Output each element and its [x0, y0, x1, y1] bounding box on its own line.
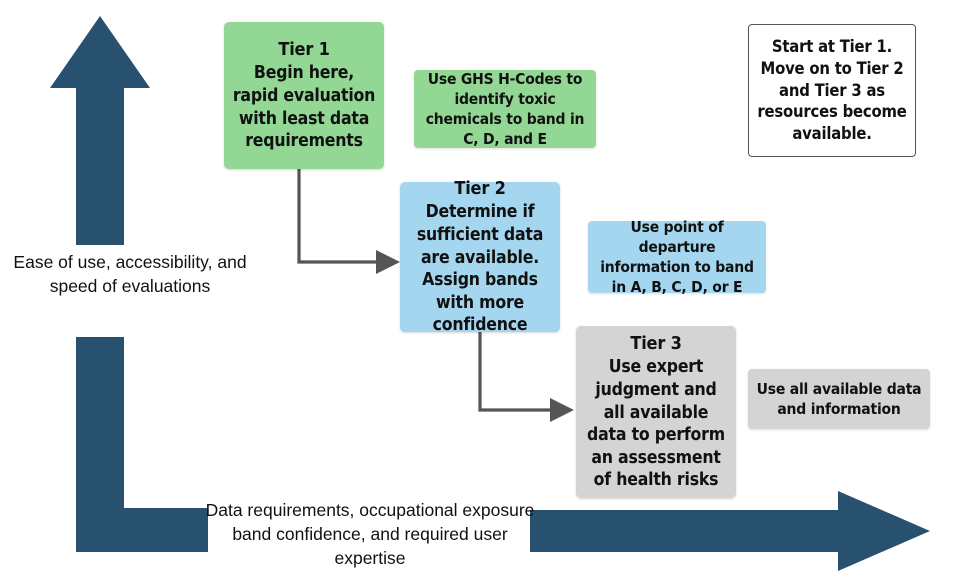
tier2-to-tier3-connector: [478, 332, 552, 412]
tier1-to-tier2-arrowhead: [376, 250, 400, 274]
tier-2-title: Tier 2: [454, 178, 506, 200]
tier-3-note-text: Use all available data and information: [756, 379, 922, 418]
tier-3-body: Use expert judgment and all available da…: [587, 357, 725, 491]
instruction-legend-box[interactable]: Start at Tier 1. Move on to Tier 2 and T…: [748, 24, 916, 157]
data-requirements-right-arrow: [530, 491, 930, 571]
tier-3-title: Tier 3: [630, 333, 682, 355]
legend-line3-bold: Tier 3: [814, 80, 862, 100]
vertical-axis-label: Ease of use, accessibility, and speed of…: [13, 252, 247, 297]
legend-line2-prefix: Move on to: [760, 58, 857, 78]
tier-2-body: Determine if sufficient data are availab…: [416, 202, 544, 336]
tier1-to-tier2-connector: [297, 169, 378, 264]
legend-line1-suffix: .: [886, 36, 893, 56]
tier-2-box[interactable]: Tier 2 Determine if sufficient data are …: [400, 178, 560, 335]
tier-1-box[interactable]: Tier 1 Begin here, rapid evaluation with…: [224, 22, 384, 169]
tier-3-box[interactable]: Tier 3 Use expert judgment and all avail…: [576, 326, 736, 498]
legend-text: Start at Tier 1. Move on to Tier 2 and T…: [757, 36, 907, 146]
legend-line5: available.: [792, 124, 872, 144]
tier-1-note[interactable]: Use GHS H-Codes to identify toxic chemic…: [414, 70, 596, 148]
tier-1-title: Tier 1: [278, 39, 330, 61]
legend-line2-bold: Tier 2: [856, 58, 904, 78]
tier-1-note-text: Use GHS H-Codes to identify toxic chemic…: [425, 69, 585, 149]
legend-line3-prefix: and: [779, 80, 815, 100]
horizontal-axis-label: Data requirements, occupational exposure…: [205, 500, 535, 569]
tier-1-body: Begin here, rapid evaluation with least …: [232, 63, 376, 152]
axis-corner-bar: [76, 337, 208, 552]
tier-3-note[interactable]: Use all available data and information: [748, 369, 930, 429]
legend-line3-suffix: as: [861, 80, 885, 100]
ease-of-use-up-arrow: [50, 16, 150, 245]
legend-line1-prefix: Start at: [771, 36, 840, 56]
legend-line1-bold: Tier 1: [839, 36, 887, 56]
tier-2-note-text: Use point of departure information to ba…: [600, 217, 754, 297]
tier2-to-tier3-arrowhead: [550, 398, 574, 422]
legend-line4: resources become: [757, 102, 907, 122]
tier-2-note[interactable]: Use point of departure information to ba…: [588, 218, 766, 296]
